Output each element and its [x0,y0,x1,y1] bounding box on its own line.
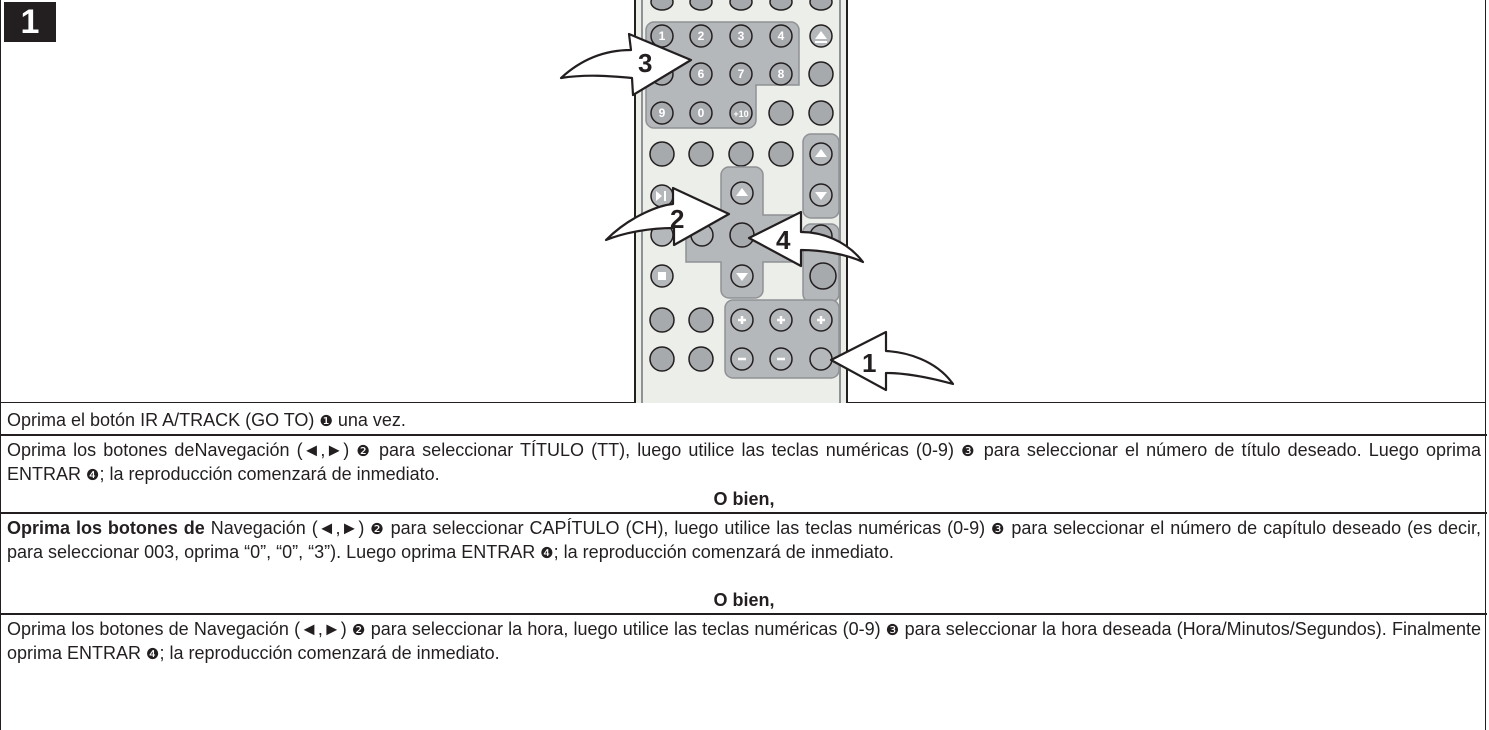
digit-key-label: 6 [698,67,705,81]
round-button[interactable] [728,141,754,167]
digit-key-label: 8 [778,67,785,81]
instruction-title: Oprima los botones deNavegación (◄,►) ❷ … [7,440,1481,484]
digit-key-label: 3 [738,29,745,43]
instruction-time: Oprima los botones de Navegación (◄,►) ❷… [7,619,1482,663]
round-button[interactable] [649,141,675,167]
marker-3: ❸ [961,442,977,460]
marker-2: ❷ [356,442,372,460]
divider [1,613,1487,615]
digit-key-9[interactable] [650,101,674,125]
callout-label: 1 [862,348,876,378]
eject-icon [815,31,827,43]
callout-arrow-3: 3 [559,32,693,97]
marker-2: ❷ [370,520,385,538]
marker-4: ❹ [86,466,100,484]
numeric-keypad-panel [645,21,800,129]
round-button[interactable] [808,61,834,87]
divider [1,434,1487,436]
digit-key-label: 9 [659,106,666,120]
callout-arrow-2: 2 [604,186,731,247]
digit-key-8[interactable] [769,62,793,86]
round-button[interactable] [649,346,675,372]
digit-key-label: +10 [733,109,748,119]
digit-key-4[interactable] [769,24,793,48]
enter-button[interactable] [729,222,755,248]
play-pause-icon [656,191,666,201]
function-button-row [649,141,794,167]
instruction-chapter: Oprima los botones de Navegación (◄,►) ❷… [7,518,1482,562]
digit-key-7[interactable] [729,62,753,86]
digit-key-3[interactable] [729,24,753,48]
marker-3: ❸ [991,520,1006,538]
round-button[interactable] [808,100,834,126]
divider [1,512,1487,514]
instruction-step-1: Oprima el botón IR A/TRACK (GO TO) ❶ una… [7,410,406,430]
marker-1: ❶ [319,412,333,430]
digit-key-6[interactable] [689,62,713,86]
nav-up-icon [736,188,748,196]
step-number-badge: 1 [4,2,56,42]
or-separator: O bien, [713,590,775,610]
round-button[interactable] [809,262,837,290]
digit-key-label: 0 [698,106,705,120]
digit-key-label: 2 [698,29,705,43]
callout-label: 3 [638,48,652,78]
marker-3: ❸ [885,621,900,639]
round-button[interactable] [688,141,714,167]
round-button[interactable] [768,100,794,126]
down-arrow-icon [815,192,827,200]
round-button[interactable] [768,141,794,167]
right-column-buttons [768,24,834,126]
top-button-row [650,0,833,11]
digit-key-+10[interactable] [729,101,753,125]
stop-icon [658,272,666,280]
callout-label: 4 [776,225,791,255]
nav-down-icon [736,273,748,281]
goto-button[interactable] [809,347,833,371]
marker-2: ❷ [351,621,366,639]
round-button[interactable] [688,346,714,372]
plus-minus-buttons [649,307,833,372]
or-separator: O bien, [713,489,775,509]
callout-arrow-4: 4 [747,210,865,268]
marker-4: ❹ [146,645,160,663]
up-arrow-icon [815,149,827,157]
digit-key-0[interactable] [689,101,713,125]
digit-key-2[interactable] [689,24,713,48]
marker-4: ❹ [540,544,554,562]
digit-key-label: 4 [778,29,785,43]
callout-arrow-1: 1 [829,330,955,392]
callout-label: 2 [670,204,684,234]
digit-key-label: 1 [659,29,666,43]
remote-control-illustration: 1234567890+10 [559,0,955,403]
instructions-frame: Oprima el botón IR A/TRACK (GO TO) ❶ una… [0,403,1487,730]
round-button[interactable] [688,307,714,333]
digit-key-label: 7 [738,67,745,81]
round-button[interactable] [649,307,675,333]
plus-icon [738,316,825,324]
illustration-frame: 1 1234567890+10 [0,0,1486,403]
